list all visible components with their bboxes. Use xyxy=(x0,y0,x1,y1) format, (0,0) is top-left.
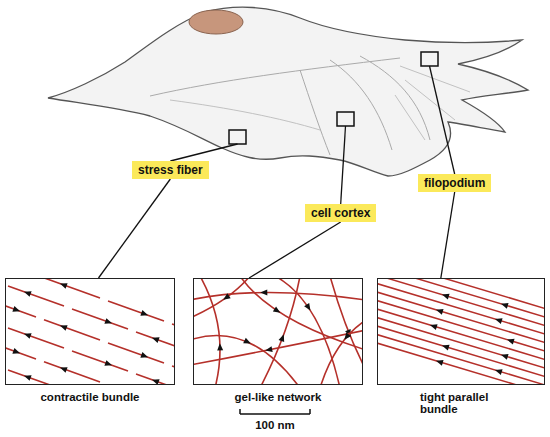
arrowhead xyxy=(223,293,230,299)
actin-filaments xyxy=(6,279,174,384)
arrowhead xyxy=(501,303,509,309)
arrowhead xyxy=(140,310,148,316)
leader-line xyxy=(430,66,455,174)
actin-filament xyxy=(6,339,36,359)
arrowhead xyxy=(273,306,281,312)
actin-filament xyxy=(320,320,362,384)
actin-filament xyxy=(378,279,544,327)
actin-filament xyxy=(44,362,100,382)
arrowhead xyxy=(12,348,20,354)
arrowhead xyxy=(442,294,450,300)
arrowhead xyxy=(24,291,32,297)
cell-body xyxy=(48,7,528,176)
actin-filaments xyxy=(194,279,362,384)
actin-filament xyxy=(72,351,128,371)
arrowhead xyxy=(60,325,68,331)
actin-filament xyxy=(330,279,362,370)
leader-line xyxy=(170,144,237,161)
actin-filament xyxy=(275,279,340,384)
actin-filament xyxy=(172,366,174,384)
actin-filament xyxy=(8,370,64,384)
actin-filament xyxy=(6,297,36,317)
label-text: stress fiber xyxy=(138,163,203,177)
actin-filament xyxy=(200,279,220,384)
structure-label: cell cortex xyxy=(305,204,376,222)
arrowhead xyxy=(495,369,503,375)
actin-filament xyxy=(8,328,64,348)
arrowhead xyxy=(24,375,32,381)
actin-filament xyxy=(136,332,174,352)
filament-panel: contractile bundle xyxy=(5,278,175,385)
arrowhead xyxy=(60,367,68,373)
scale-bar xyxy=(240,409,310,414)
arrowhead xyxy=(304,303,310,311)
region-marker xyxy=(229,52,438,144)
arrowhead xyxy=(152,337,160,343)
arrowhead xyxy=(442,345,450,351)
panel-caption: contractile bundle xyxy=(6,391,174,403)
arrowhead xyxy=(507,339,515,345)
actin-filament xyxy=(44,320,100,340)
actin-filament xyxy=(194,335,300,384)
arrowhead xyxy=(104,318,112,324)
actin-filament xyxy=(172,324,174,344)
arrowhead xyxy=(495,318,503,324)
arrowhead xyxy=(436,360,444,366)
label-text: filopodium xyxy=(424,176,485,190)
leader-connector xyxy=(99,179,171,278)
actin-filament xyxy=(8,286,64,306)
arrowhead xyxy=(265,346,272,352)
arrowhead xyxy=(60,283,68,289)
arrowhead xyxy=(436,309,444,315)
actin-filament xyxy=(44,279,100,298)
filament-panel: tight parallel bundle xyxy=(377,278,545,385)
panel-caption: gel-like network xyxy=(194,391,362,403)
actin-filaments xyxy=(378,279,544,384)
actin-filament xyxy=(136,374,174,384)
arrowhead xyxy=(152,379,160,384)
actin-filament xyxy=(378,279,544,319)
actin-filament xyxy=(378,341,544,384)
actin-filament xyxy=(260,279,300,384)
arrowhead xyxy=(217,343,223,350)
actin-filament xyxy=(378,333,544,385)
arrowhead xyxy=(430,324,438,330)
actin-filament xyxy=(72,309,128,329)
leader-connector xyxy=(249,222,341,278)
scale-label: 100 nm xyxy=(235,419,315,431)
arrowhead xyxy=(24,333,32,339)
actin-filament xyxy=(108,343,164,363)
arrowhead xyxy=(243,338,251,344)
label-text: cell cortex xyxy=(311,206,370,220)
arrowhead xyxy=(344,333,351,340)
actin-filament xyxy=(108,301,164,321)
arrowhead xyxy=(501,354,509,360)
filament-panel: gel-like network xyxy=(193,278,363,385)
panel-caption: tight parallel bundle xyxy=(420,391,506,415)
arrowhead xyxy=(140,352,148,358)
actin-filament xyxy=(194,279,250,318)
leader-line xyxy=(341,126,346,204)
arrowhead xyxy=(12,306,20,312)
actin-filament xyxy=(194,330,362,365)
arrowhead xyxy=(260,289,267,295)
arrowhead xyxy=(104,360,112,366)
arrowhead xyxy=(279,334,285,342)
leader-connector xyxy=(441,192,455,278)
structure-label: filopodium xyxy=(418,174,491,192)
structure-label: stress fiber xyxy=(132,161,209,179)
